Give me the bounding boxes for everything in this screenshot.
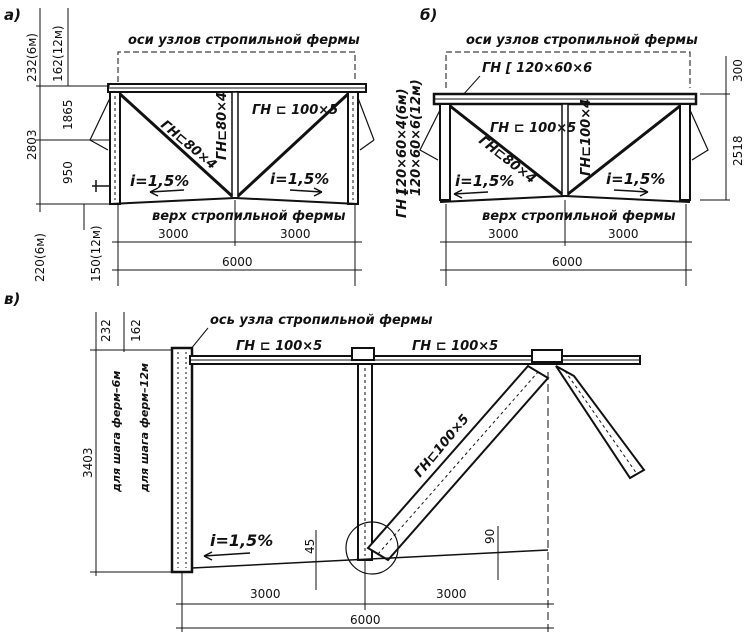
panel-v-dim-45: 45 [303, 539, 317, 554]
panel-a-letter: а) [4, 6, 21, 24]
panel-b-mid-vertical [561, 103, 569, 197]
panel-v-top-rod-1: ГН ⊏ 100×5 [236, 339, 322, 354]
panel-b-bottom-label: верх стропильной фермы [482, 209, 676, 224]
panel-a-right-brace [357, 97, 375, 151]
panel-a-dim-950: 950 [61, 161, 75, 184]
panel-b-dim-2518: 2518 [731, 135, 745, 166]
panel-b-top-rod-label: ГН ⊏ 100×5 [490, 121, 576, 136]
panel-a-dim-150: 150(12м) [89, 225, 103, 282]
panel-v-slope: i=1,5% [210, 531, 273, 550]
panel-v-top-rod-2: ГН ⊏ 100×5 [412, 339, 498, 354]
panel-b-arrow-right [613, 187, 649, 197]
panel-v-arrow [203, 551, 251, 561]
panel-v-step-6: для шага ферм–6м [110, 371, 123, 493]
panel-b-bottom-chord-right [564, 195, 691, 203]
panel-b-slope-left: i=1,5% [455, 172, 514, 190]
panel-b-left-brace [419, 109, 441, 161]
panel-v-plate-1 [351, 347, 375, 361]
panel-v-dim-162: 162 [129, 319, 143, 342]
panel-b: б) оси узлов стропильной фермы ГН [ 120×… [395, 6, 745, 286]
panel-v-step-12: для шага ферм–12м [138, 363, 151, 493]
panel-a-dim-232: 232(6м) [25, 33, 39, 82]
panel-b-right-brace [689, 109, 709, 161]
panel-v-span-1: 3000 [250, 587, 281, 601]
panel-v-dim-3403: 3403 [81, 447, 95, 478]
panel-b-dim-300: 300 [731, 59, 745, 82]
panel-v-node-circle [345, 521, 399, 575]
panel-a-arrow-right [289, 187, 323, 197]
panel-b-right-column [679, 103, 691, 201]
panel-b-side-label-6: 120×60×4(6м) [395, 88, 410, 196]
panel-a: а) оси узлов стропильной фермы ГН ⊏ 100×… [4, 6, 375, 286]
panel-v-bottom-chord [191, 549, 549, 569]
panel-b-bottom-chord-left [439, 195, 566, 203]
panel-b-side-label-12: 120×60×6(12м) [409, 79, 424, 196]
panel-b-diagonal-left [449, 104, 563, 196]
panel-a-span-2: 3000 [280, 227, 311, 241]
panel-a-total: 6000 [222, 255, 253, 269]
panel-v-axis-label: ось узла стропильной фермы [210, 313, 433, 328]
panel-b-span-1: 3000 [488, 227, 519, 241]
panel-a-axes-bracket [117, 51, 356, 82]
panel-a-diagonal-right [236, 92, 350, 198]
panel-b-axes-label: оси узлов стропильной фермы [466, 33, 698, 48]
panel-b-diagonal-right [567, 104, 681, 196]
panel-a-slope-left: i=1,5% [130, 172, 189, 190]
panel-a-span-1: 3000 [158, 227, 189, 241]
panel-v-plate-2 [531, 349, 563, 363]
panel-a-left-brace [89, 97, 111, 151]
panel-a-axes-label: оси узлов стропильной фермы [128, 33, 360, 48]
panel-b-top-callout: ГН [ 120×60×6 [482, 61, 592, 76]
panel-a-left-anchor [92, 180, 110, 192]
panel-b-arrow-left [453, 189, 489, 199]
panel-b-total: 6000 [552, 255, 583, 269]
panel-b-side-rod: ГН [ [395, 187, 410, 218]
panel-b-letter: б) [420, 6, 437, 24]
panel-a-top-rod-label: ГН ⊏ 100×5 [252, 103, 338, 118]
panel-b-axes-bracket [445, 51, 691, 88]
panel-a-bottom-label: верх стропильной фермы [152, 209, 346, 224]
panel-v-dim-90: 90 [483, 529, 497, 544]
panel-a-vert-label: ГН⊏80×4 [215, 92, 230, 160]
panel-a-dim-1865: 1865 [61, 99, 75, 130]
panel-a-diag-label: ГН⊏80×4 [157, 118, 219, 173]
panel-v-total: 6000 [350, 613, 381, 627]
panel-b-left-column [439, 103, 451, 201]
panel-a-arrow-left [149, 187, 185, 197]
panel-a-dim-162: 162(12м) [51, 25, 65, 82]
panel-v-left-column [170, 346, 194, 574]
panel-a-slope-right: i=1,5% [270, 170, 329, 188]
panel-b-span-2: 3000 [608, 227, 639, 241]
panel-a-dim-2803: 2803 [25, 129, 39, 160]
panel-v-letter: в) [4, 290, 20, 308]
panel-a-mid-vertical [231, 91, 239, 199]
panel-a-bottom-chord-right [234, 197, 359, 205]
panel-b-slope-right: i=1,5% [606, 170, 665, 188]
panel-v-diagonal-right [555, 365, 646, 480]
panel-b-vert-label: ГН⊏100×4 [579, 99, 594, 176]
panel-v: в) ось узла стропильной фермы 232 162 34… [4, 290, 646, 632]
panel-a-bottom-chord-left [109, 197, 236, 205]
panel-a-diagonal-left [118, 92, 234, 198]
panel-v-span-2: 3000 [436, 587, 467, 601]
panel-a-dim-220: 220(6м) [33, 233, 47, 282]
panel-v-dim-232: 232 [99, 319, 113, 342]
